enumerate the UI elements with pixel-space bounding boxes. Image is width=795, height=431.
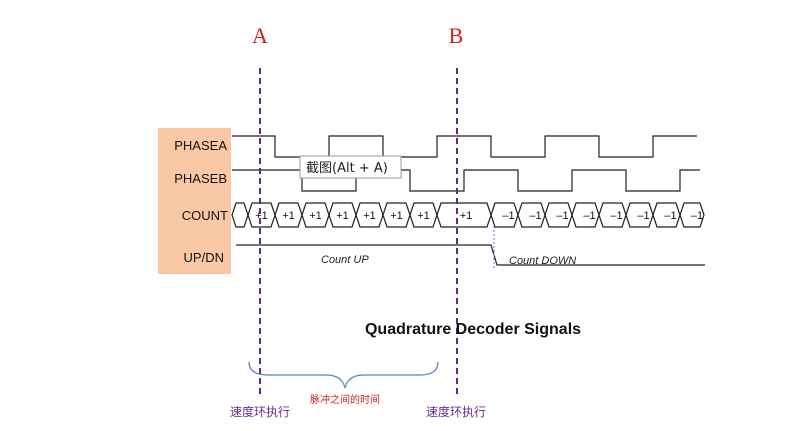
count-down-label: Count DOWN [509, 255, 576, 267]
count-up-value: +1 [390, 210, 403, 222]
count-up-label: Count UP [321, 254, 369, 266]
count-down-value: –1 [502, 210, 514, 222]
count-down-value: –1 [610, 210, 622, 222]
tooltip-box [299, 155, 402, 179]
speed-loop-left-label: 速度环执行 [230, 404, 290, 419]
diagram-title: Quadrature Decoder Signals [365, 321, 581, 338]
interval-brace [248, 361, 439, 389]
count-down-value: –1 [691, 210, 703, 222]
screenshot-tooltip: 截图(Alt + A) [299, 155, 402, 179]
count-down-value: –1 [529, 210, 541, 222]
marker-a-label: A [252, 23, 268, 48]
count-cell [231, 202, 249, 228]
phasea-label: PHASEA [174, 138, 227, 153]
phaseb-label: PHASEB [174, 171, 227, 186]
count-up-value: +1 [282, 210, 295, 222]
tooltip-text: 截图(Alt + A) [306, 161, 388, 176]
count-down-value: –1 [556, 210, 568, 222]
count-up-value: +1 [309, 210, 322, 222]
phasea-waveform [232, 135, 697, 158]
count-up-value: +1 [363, 210, 376, 222]
updn-waveform [236, 244, 705, 266]
speed-loop-right-label: 速度环执行 [426, 404, 486, 419]
updn-label: UP/DN [184, 250, 224, 265]
count-down-value: –1 [664, 210, 676, 222]
phaseb-waveform [232, 169, 700, 192]
count-up-value: +1 [460, 210, 473, 222]
count-up-value: +1 [255, 210, 268, 222]
count-label: COUNT [182, 208, 228, 223]
count-up-value: +1 [336, 210, 349, 222]
marker-b-label: B [449, 23, 464, 48]
count-down-value: –1 [637, 210, 649, 222]
count-bus: +1 +1 +1 +1 +1 +1 +1 +1 –1 –1 –1 –1 –1 –1 –1 –1 [231, 202, 705, 228]
signal-label-panel [158, 128, 231, 274]
count-up-value: +1 [417, 210, 430, 222]
pulse-interval-label: 脉冲之间的时间 [310, 393, 380, 406]
count-cell [679, 202, 705, 228]
count-down-value: –1 [583, 210, 595, 222]
